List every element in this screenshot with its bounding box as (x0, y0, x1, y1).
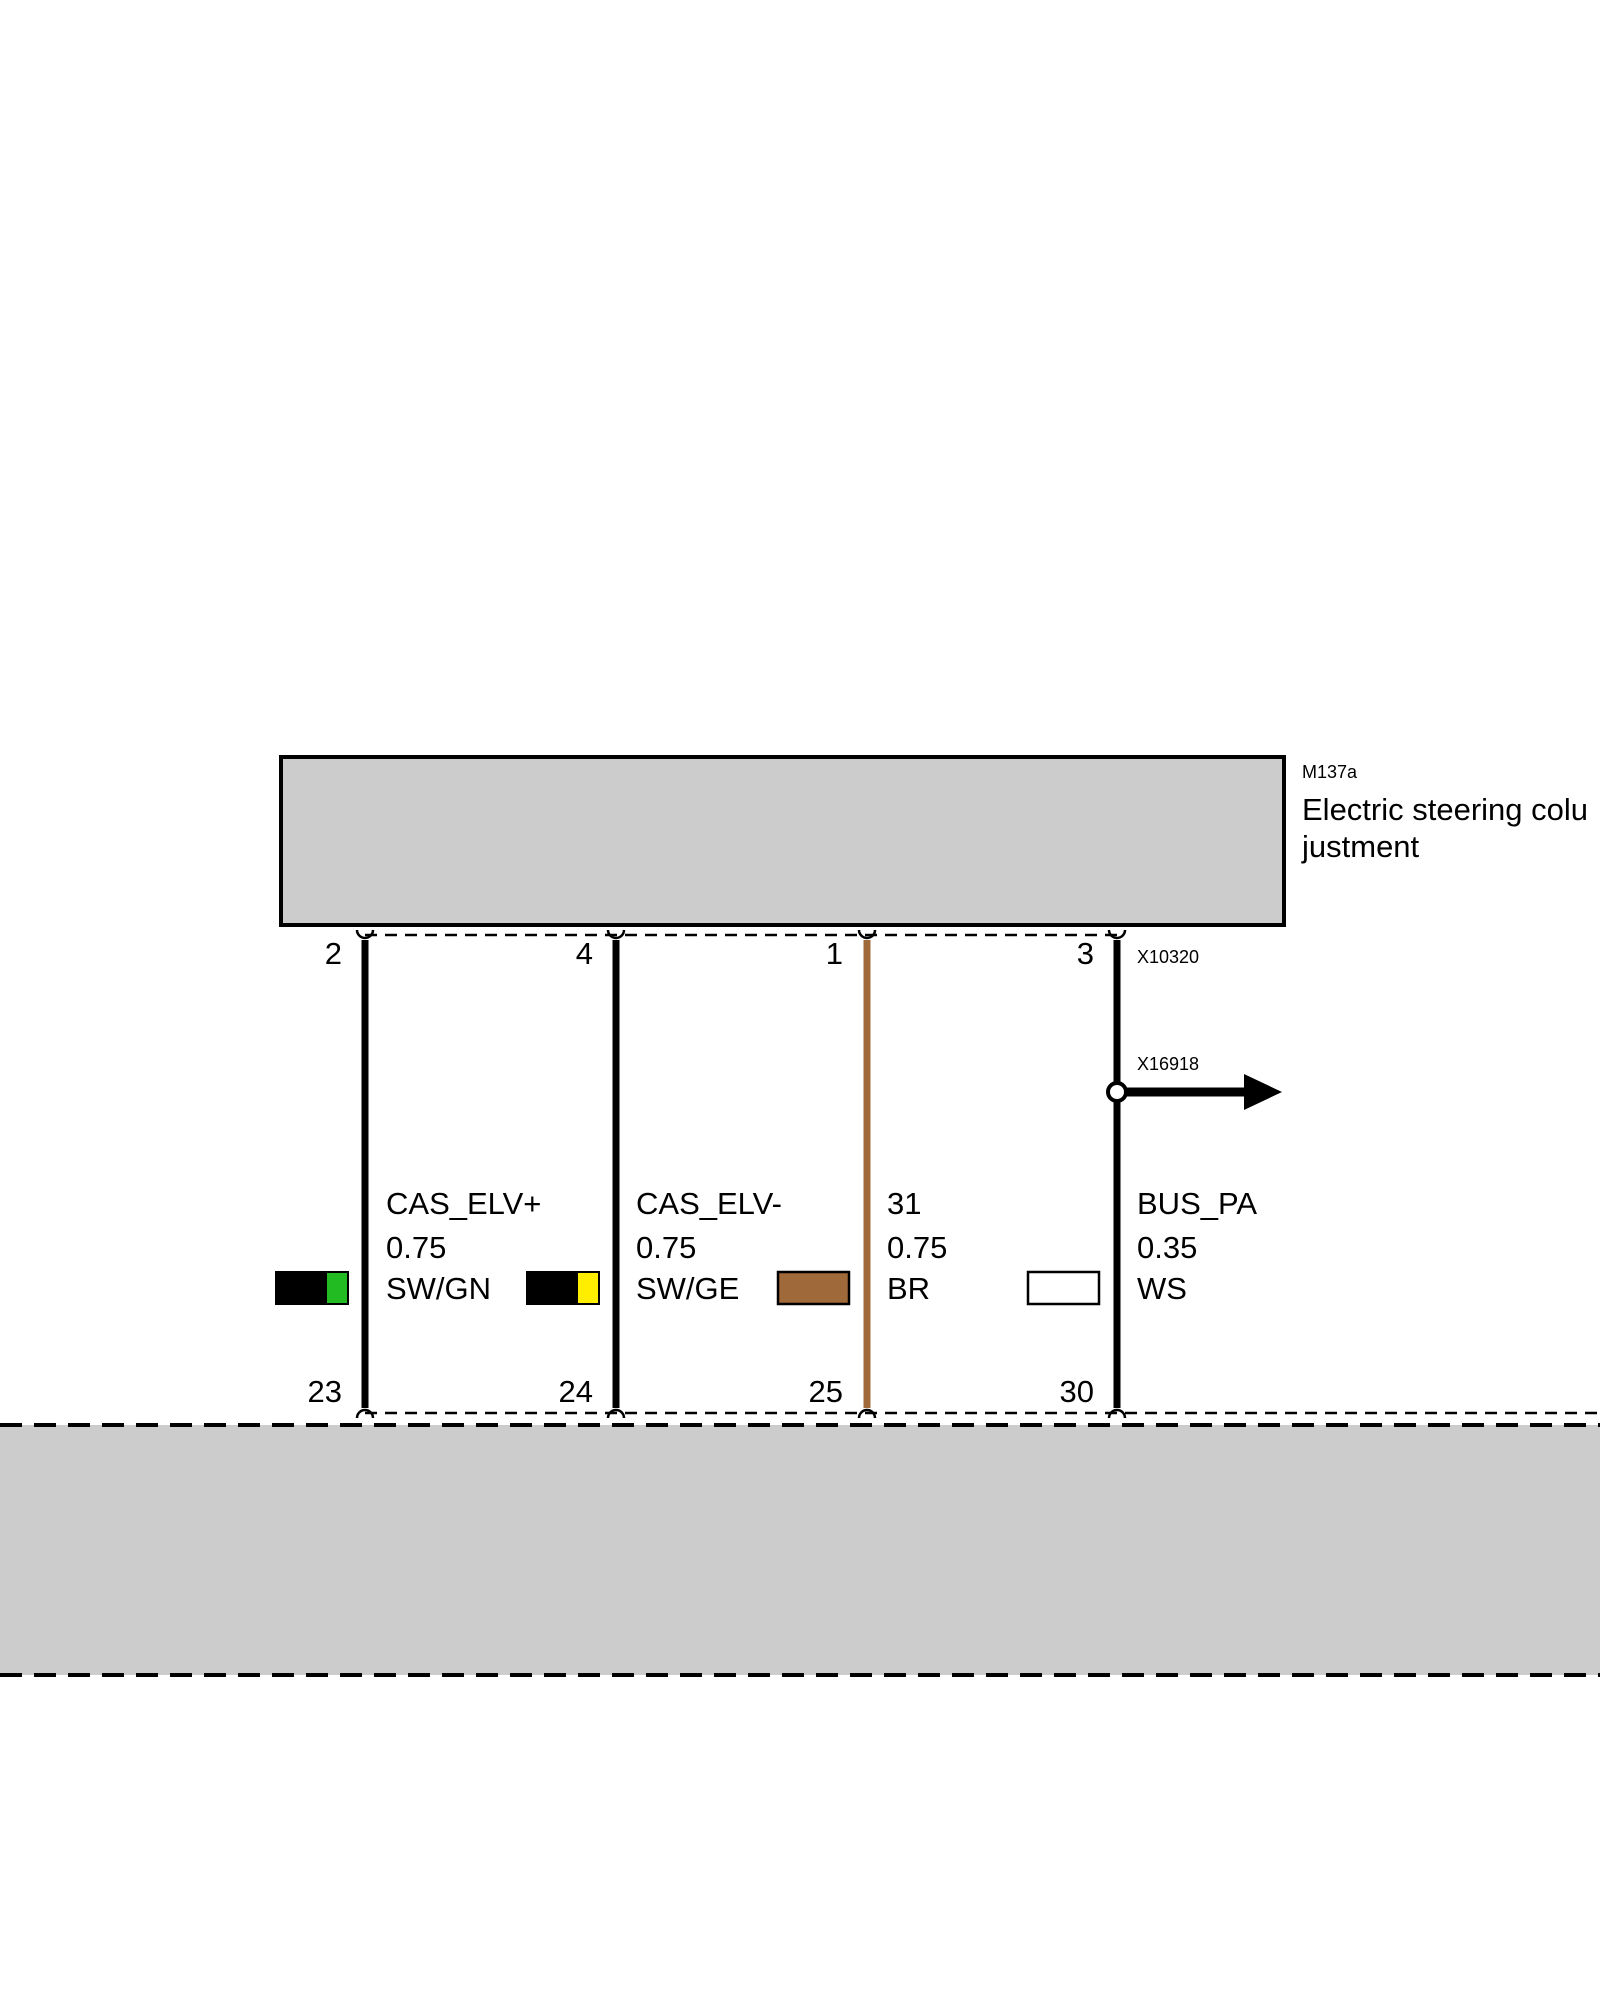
connector-top-id: X10320 (1137, 947, 1199, 967)
pin-bottom-number: 25 (809, 1374, 843, 1409)
pin-bottom-number: 30 (1060, 1374, 1094, 1409)
pin-top-number: 1 (826, 936, 843, 971)
pin-arc-bottom (355, 1408, 375, 1419)
wire-signal-label: BUS_PA (1137, 1186, 1257, 1221)
wire-cross-section-label: 0.75 (386, 1230, 446, 1265)
pin-arc-top (606, 929, 626, 940)
bottom-module-body (0, 1425, 1600, 1675)
wire-cross-section-label: 0.35 (1137, 1230, 1197, 1265)
pin-bottom-number: 24 (559, 1374, 593, 1409)
pin-arc-top (857, 929, 877, 940)
swatch-sw-gn-black (275, 1271, 327, 1305)
wire-color-code-label: WS (1137, 1271, 1187, 1306)
branch-arrow-icon[interactable] (1244, 1074, 1282, 1110)
pin-arc-bottom (1107, 1408, 1127, 1419)
pin-arc-top (355, 929, 375, 940)
swatch-sw-gn-green (325, 1271, 349, 1305)
swatch-br (776, 1270, 851, 1306)
wire-color-code-label: BR (887, 1271, 930, 1306)
wire-color-code-label: SW/GE (636, 1271, 739, 1306)
swatch-sw-ge-yellow (576, 1271, 600, 1305)
wire-cross-section-label: 0.75 (636, 1230, 696, 1265)
swatch-ws (1026, 1270, 1101, 1306)
pin-top-number: 3 (1077, 936, 1094, 971)
pin-top-number: 2 (325, 936, 342, 971)
component-id: M137a (1302, 762, 1358, 782)
wire-cross-section-label: 0.75 (887, 1230, 947, 1265)
wire-color-code-label: SW/GN (386, 1271, 491, 1306)
wire-signal-label: 31 (887, 1186, 921, 1221)
wire-signal-label: CAS_ELV+ (386, 1186, 541, 1221)
wire-signal-label: CAS_ELV- (636, 1186, 782, 1221)
component-name-line1: Electric steering colu (1302, 792, 1588, 827)
pin-top-number: 4 (576, 936, 593, 971)
swatch-sw-ge-black (526, 1271, 578, 1305)
pin-bottom-number: 23 (308, 1374, 342, 1409)
pin-arc-top (1107, 929, 1127, 940)
pin-arc-bottom (857, 1408, 877, 1419)
splice-point (1106, 1081, 1128, 1103)
component-m137a-body[interactable] (279, 755, 1286, 927)
component-name-line2: justment (1301, 829, 1420, 864)
pin-arc-bottom (606, 1408, 626, 1419)
connector-branch-id: X16918 (1137, 1054, 1199, 1074)
